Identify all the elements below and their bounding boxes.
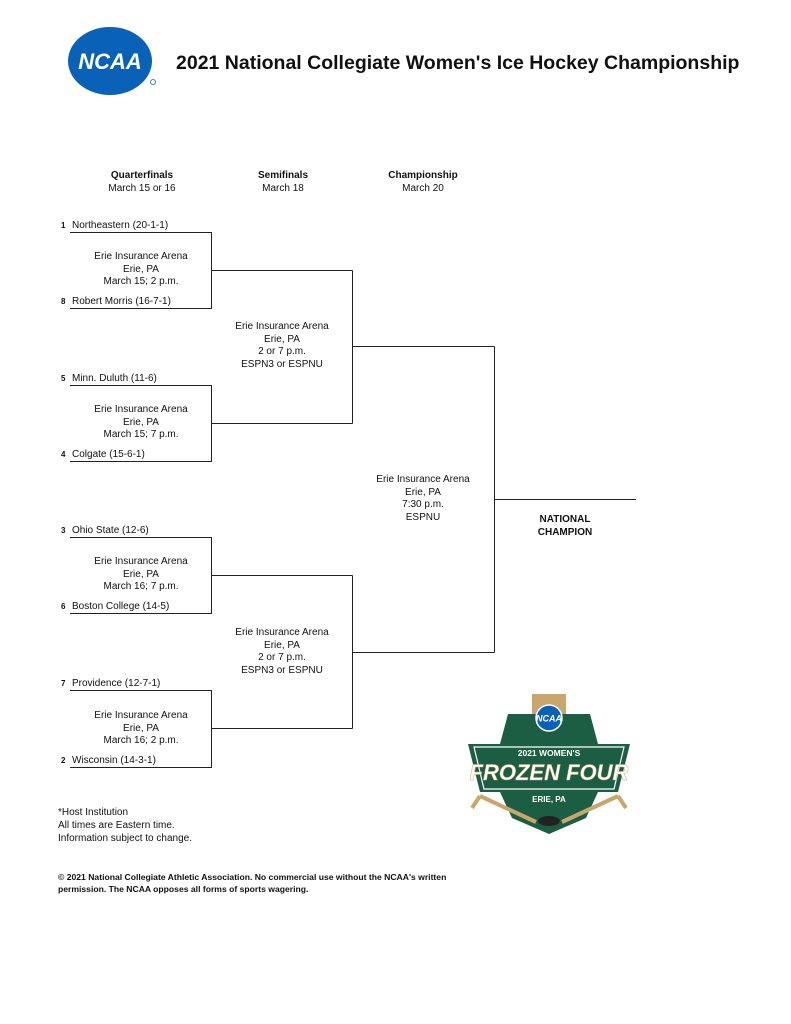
- seed-number: 4: [61, 450, 66, 459]
- team-slot: 7 Providence (12-7-1): [61, 678, 160, 690]
- team-slot: 3 Ohio State (12-6): [61, 525, 149, 537]
- seed-number: 5: [61, 374, 66, 383]
- svg-text:ERIE, PA: ERIE, PA: [532, 795, 566, 804]
- team-name: Northeastern (20-1-1): [72, 220, 169, 231]
- seed-number: 7: [61, 679, 66, 688]
- team-name: Providence (12-7-1): [72, 678, 161, 689]
- page-title: 2021 National Collegiate Women's Ice Hoc…: [176, 52, 740, 74]
- svg-text:FROZEN FOUR: FROZEN FOUR: [470, 760, 629, 785]
- seed-number: 1: [61, 221, 66, 230]
- seed-number: 2: [61, 756, 66, 765]
- seed-number: 8: [61, 297, 66, 306]
- team-slot: 2 Wisconsin (14-3-1): [61, 755, 156, 767]
- team-slot: 6 Boston College (14-5): [61, 601, 169, 613]
- svg-text:2021 WOMEN'S: 2021 WOMEN'S: [518, 748, 581, 758]
- team-name: Robert Morris (16-7-1): [72, 296, 171, 307]
- frozen-four-logo: NCAA 2021 WOMEN'S FROZEN FOUR ERIE, PA: [466, 690, 632, 836]
- team-name: Colgate (15-6-1): [72, 449, 145, 460]
- team-slot: 1 Northeastern (20-1-1): [61, 220, 168, 232]
- svg-text:NCAA: NCAA: [536, 714, 562, 724]
- ncaa-logo: NCAA: [67, 26, 157, 96]
- team-name: Ohio State (12-6): [72, 525, 149, 536]
- team-name: Boston College (14-5): [72, 601, 170, 612]
- team-slot: 8 Robert Morris (16-7-1): [61, 296, 171, 308]
- copyright-notice: © 2021 National Collegiate Athletic Asso…: [58, 872, 447, 894]
- team-slot: 5 Minn. Duluth (11-6): [61, 373, 157, 385]
- team-slot: 4 Colgate (15-6-1): [61, 449, 145, 461]
- team-name: Wisconsin (14-3-1): [72, 755, 156, 766]
- team-name: Minn. Duluth (11-6): [72, 373, 157, 384]
- svg-text:NCAA: NCAA: [78, 49, 142, 74]
- seed-number: 3: [61, 526, 66, 535]
- seed-number: 6: [61, 602, 66, 611]
